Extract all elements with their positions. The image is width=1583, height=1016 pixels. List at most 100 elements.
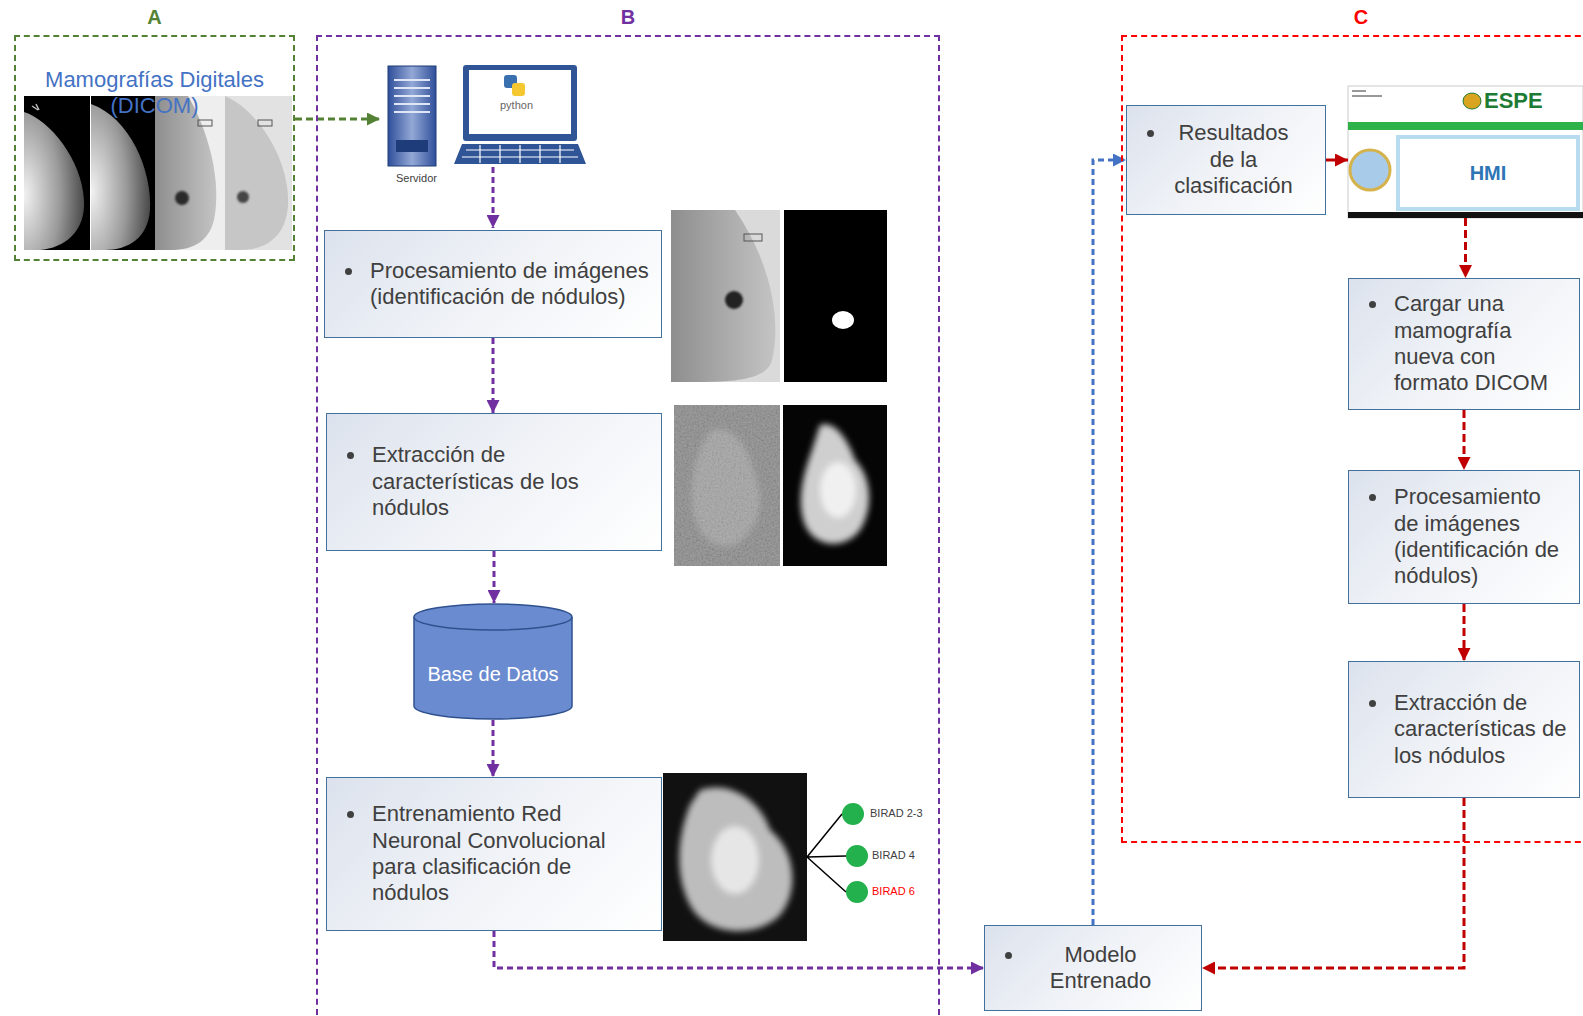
bullet-dot [1147,130,1154,137]
box-text: Resultados de la clasificación [1172,120,1295,199]
computer-icon [454,65,586,164]
breast-tissue [225,96,288,250]
marker [744,234,762,241]
class-dot [842,803,864,825]
bullet-dot [347,452,354,459]
region-frame: CResultados de la clasificaciónHMICargar… [1121,35,1583,843]
cnn-illustration [663,773,868,941]
process-box: Procesamiento de imágenes (identificació… [1348,470,1580,604]
flow-connector [1326,159,1348,162]
logo-text: python [500,99,533,112]
class-label: BIRAD 4 [872,849,915,862]
box-text-wrap: Resultados de la clasificación [1172,120,1315,199]
region-letter: C [1123,5,1583,29]
process-box: Modelo Entrenado [984,925,1202,1011]
mammogram-images [24,96,292,250]
screen-frame [1348,86,1583,218]
database-cylinder: Base de Datos [413,603,573,720]
mammogram [671,210,780,382]
box-content: Cargar una mamografía nueva con formato … [1363,291,1569,397]
server-panel [396,140,428,152]
class-label: BIRAD 2-3 [870,807,923,820]
icon-label: Servidor [396,172,437,185]
box-content: Procesamiento de imágenes (identificació… [1363,484,1569,590]
nodule-shape [692,429,760,546]
flow-connector [1463,410,1466,470]
box-text: Modelo Entrenado [1030,942,1171,995]
nodule-texture [674,405,780,566]
flow-connector [493,551,496,603]
db-text: Base de Datos [413,633,573,716]
class-dot [846,881,868,903]
box-text-wrap: Procesamiento de imágenes (identificació… [370,258,651,311]
flow-connector [1202,798,1464,968]
box-text: Extracción de características de los nód… [1394,690,1569,769]
flow-connector [492,338,495,413]
box-content: Procesamiento de imágenes (identificació… [339,258,651,311]
box-text: Extracción de características de los nód… [372,442,651,521]
process-box: Extracción de características de los nód… [1348,661,1580,798]
mammogram [155,96,225,250]
python-logo [512,83,525,96]
processing-images [671,210,887,382]
nodule-core [711,826,759,894]
breast-tissue [155,96,216,250]
cylinder-shape [413,603,573,720]
flow-connector [1464,218,1467,278]
box-content: Extracción de características de los nód… [1363,690,1569,769]
process-box: Resultados de la clasificación [1126,105,1326,215]
box-text: Entrenamiento Red Neuronal Convolucional… [372,801,651,907]
logo-text: ESPE [1484,88,1543,113]
bullet-dot [1369,700,1376,707]
box-text: Procesamiento de imágenes (identificació… [1394,484,1569,590]
keyboard-keys [462,145,578,163]
breast-tissue [671,210,775,382]
monitor-screen [469,70,571,134]
process-box: Cargar una mamografía nueva con formato … [1348,278,1580,410]
box-content: Extracción de características de los nód… [341,442,651,521]
process-box: Extracción de características de los nód… [326,413,662,551]
flow-connector [494,931,984,968]
mammogram [24,96,90,250]
nodule-shape [679,787,792,931]
mammogram [225,96,292,250]
box-text: Cargar una mamografía nueva con formato … [1394,291,1569,397]
bullet-dot [347,811,354,818]
feature-images [674,405,887,566]
screen-detail [1352,90,1366,92]
keyboard [454,144,586,164]
nodule-shape [801,424,869,544]
box-text-wrap: Extracción de características de los nód… [1394,690,1569,769]
nodule-input [663,773,807,941]
region-frame: AMamografías Digitales (DICOM) [14,35,295,261]
screen-panel [1398,137,1578,209]
hmi-screen: HMI [1348,86,1583,218]
class-label: BIRAD 6 [872,885,915,898]
breast-tissue [91,104,150,250]
nodule [237,191,249,203]
marker [32,104,39,110]
bullet-dot [1005,952,1012,959]
server-slot [394,80,430,112]
footer-bar [1348,212,1583,218]
screen-detail [1352,95,1382,97]
hmi-illustration [1348,86,1583,218]
cylinder-rim [414,617,572,630]
output-line [807,814,846,892]
nodule [175,191,189,205]
cylinder-body [414,604,572,719]
nodule-mask [832,311,854,329]
box-content: Resultados de la clasificación [1141,120,1315,199]
monitor-frame [463,65,577,141]
process-box: Procesamiento de imágenes (identificació… [324,230,662,338]
box-text: Procesamiento de imágenes (identificació… [370,258,651,311]
server-body [388,66,436,166]
region-letter: A [16,5,293,29]
region-letter: B [318,5,938,29]
flow-arrow [492,167,495,228]
marker [198,120,212,126]
process-box: Entrenamiento Red Neuronal Convolucional… [326,777,662,931]
mask-image [784,210,887,382]
